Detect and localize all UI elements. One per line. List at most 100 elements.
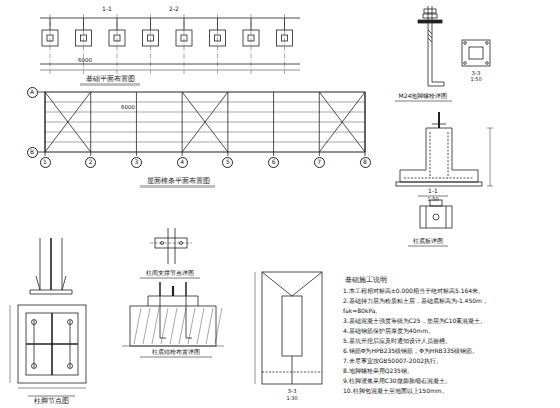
drawing-stroke (420, 206, 452, 228)
drawing-stroke (143, 30, 159, 46)
drawing-stroke (68, 320, 73, 325)
drawing-stroke (188, 308, 195, 344)
axis-bubble: 5 (222, 157, 233, 168)
drawing-stroke (282, 35, 288, 41)
drawing-stroke (180, 242, 183, 245)
drawing-stroke (150, 243, 192, 244)
drawing-stroke (365, 92, 366, 156)
drawing-stroke (262, 372, 322, 373)
drawing-stroke (428, 6, 429, 80)
drawing-label: 1-1 (428, 188, 438, 195)
drawing-stroke (176, 30, 192, 46)
drawing-stroke (34, 320, 35, 368)
drawing-stroke (130, 306, 216, 346)
drawing-stroke (428, 38, 432, 42)
drawing-stroke (80, 85, 140, 86)
drawing-stroke (140, 187, 215, 188)
axis-number: 2 (89, 159, 93, 165)
drawing-label: 柱脚节点图 (34, 398, 69, 405)
drawing-stroke (206, 308, 213, 344)
drawing-stroke (432, 124, 446, 125)
note-line: 7.未尽事宜按GB50007-2002执行。 (343, 358, 555, 365)
drawing-stroke (292, 356, 293, 384)
note-line: 6.钢筋Φ为HPB235级钢筋，Φ为HRB335级钢筋。 (343, 348, 555, 355)
drawing-stroke (36, 276, 66, 290)
axis-number: 4 (180, 159, 184, 165)
drawing-stroke (148, 296, 198, 306)
drawing-stroke (122, 346, 224, 347)
drawing-stroke (50, 14, 51, 74)
drawing-stroke (185, 282, 187, 296)
concrete-hatch (134, 308, 222, 344)
drawing-stroke (277, 30, 293, 46)
drawing-stroke (160, 338, 192, 339)
drawing-stroke (423, 14, 437, 18)
axis-bubble: 7 (314, 157, 325, 168)
drawing-stroke (26, 313, 78, 375)
drawing-stroke (45, 92, 365, 152)
axis-number: B (30, 149, 34, 155)
drawing-stroke (159, 282, 161, 296)
drawing-stroke (28, 396, 75, 397)
note-line: 4.基础钢筋保护层厚度为40mm。 (343, 328, 555, 335)
axis-bubble: 1 (40, 157, 51, 168)
drawing-stroke (486, 62, 489, 65)
drawing-stroke (140, 186, 215, 187)
drawing-stroke (45, 112, 365, 113)
note-line: 2.基础持力层为粉质粘土层，基础底标高为-1.450m， (343, 298, 555, 305)
drawing-stroke (438, 112, 440, 128)
drawing-stroke (179, 308, 186, 344)
drawing-stroke (262, 272, 322, 296)
drawing-stroke (432, 6, 433, 80)
drawing-stroke (469, 47, 483, 59)
drawing-stroke (487, 128, 493, 129)
drawing-label: 1:30 (286, 396, 297, 402)
axis-number: 5 (226, 159, 230, 165)
axis-bubble: 2 (85, 157, 96, 168)
drawing-stroke (408, 246, 448, 247)
drawing-stroke (182, 92, 228, 152)
drawing-stroke (210, 30, 226, 46)
drawing-stroke (47, 35, 53, 41)
drawing-stroke (80, 84, 140, 85)
foundation-plan (40, 14, 300, 74)
drawing-stroke (487, 186, 493, 187)
drawing-stroke (117, 14, 118, 74)
column-base-node (10, 238, 86, 388)
drawing-stroke (462, 40, 490, 66)
axis-bubble: B (27, 147, 38, 158)
drawing-stroke (248, 35, 254, 41)
drawing-stroke (446, 206, 447, 228)
drawing-stroke (319, 92, 365, 152)
drawing-stroke (81, 35, 87, 41)
drawing-label: 柱间支撑节点详图 (146, 270, 194, 277)
drawing-stroke (486, 42, 489, 45)
drawing-stroke (428, 34, 432, 38)
drawing-stroke (109, 30, 125, 46)
drawing-stroke (45, 92, 91, 152)
drawing-stroke (464, 62, 467, 65)
drawing-stroke (433, 214, 439, 220)
drawing-stroke (400, 128, 478, 182)
purlin-plan (38, 92, 365, 156)
drawing-stroke (284, 18, 285, 30)
axis-number: 3 (135, 159, 139, 165)
drawing-stroke (18, 388, 86, 389)
drawing-stroke (45, 142, 365, 143)
detail-3-3 (255, 272, 322, 384)
drawing-stroke (136, 92, 137, 156)
drawing-stroke (62, 238, 63, 290)
drawing-stroke (134, 308, 141, 344)
drawing-label: 柱底板详图 (413, 238, 443, 245)
drawing-stroke (150, 14, 151, 74)
drawing-label: 基础施工说明 (345, 276, 387, 284)
drawing-stroke (181, 35, 187, 41)
drawing-stroke (150, 18, 151, 30)
note-line: 10.柱脚包混凝土至地面以上150mm。 (343, 388, 555, 395)
drawing-stroke (148, 35, 154, 41)
drawing-label: 1:50 (470, 77, 481, 83)
drawing-stroke (45, 92, 91, 152)
drawing-stroke (319, 92, 365, 152)
drawing-stroke (184, 18, 185, 30)
drawing-stroke (215, 35, 221, 41)
